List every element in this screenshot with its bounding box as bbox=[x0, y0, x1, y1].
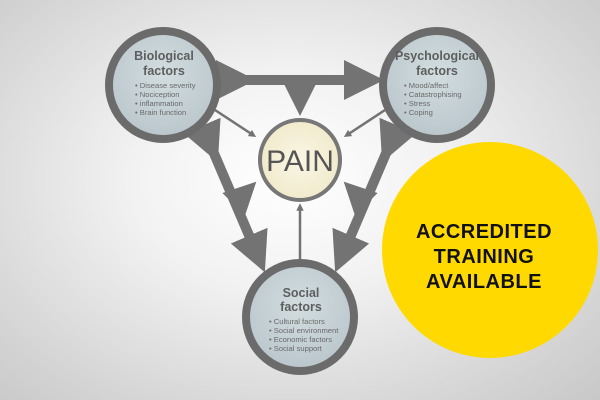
node-title: factors bbox=[416, 64, 458, 78]
biological-factors-node: Biological factors • Disease severity • … bbox=[105, 27, 221, 143]
badge-line: ACCREDITED bbox=[416, 221, 552, 243]
list-item: • Coping bbox=[404, 108, 433, 117]
list-item: • Cultural factors bbox=[269, 317, 325, 326]
arrow-left-to-pain bbox=[222, 181, 257, 216]
node-title: Biological bbox=[134, 49, 194, 63]
pain-node: PAIN bbox=[258, 118, 342, 202]
list-item: • Stress bbox=[404, 99, 431, 108]
list-item: • inflammation bbox=[135, 99, 183, 108]
arrow-psych-pain bbox=[343, 108, 386, 138]
list-item: • Mood/affect bbox=[404, 81, 449, 90]
list-item: • Catastrophising bbox=[404, 90, 462, 99]
badge-line: TRAINING bbox=[434, 246, 535, 268]
list-item: • Social environment bbox=[269, 326, 339, 335]
arrow-right-to-pain bbox=[343, 181, 378, 216]
list-item: • Disease severity bbox=[135, 81, 196, 90]
connector-arrows bbox=[183, 60, 417, 273]
accredited-training-badge[interactable]: ACCREDITED TRAINING AVAILABLE bbox=[382, 142, 598, 358]
list-item: • Social support bbox=[269, 344, 323, 353]
badge-line: AVAILABLE bbox=[426, 271, 542, 293]
node-title: factors bbox=[280, 300, 322, 314]
social-factors-node: Social factors • Cultural factors • Soci… bbox=[242, 259, 358, 375]
list-item: • Brain function bbox=[135, 108, 186, 117]
arrow-bio-pain bbox=[214, 108, 257, 138]
psychological-factors-node: Psychological factors • Mood/affect • Ca… bbox=[379, 27, 495, 143]
list-item: • Economic factors bbox=[269, 335, 332, 344]
list-item: • Nociception bbox=[135, 90, 179, 99]
node-title: Social bbox=[283, 286, 320, 300]
pain-label: PAIN bbox=[266, 145, 334, 178]
node-title: factors bbox=[143, 64, 185, 78]
node-title: Psychological bbox=[395, 49, 479, 63]
